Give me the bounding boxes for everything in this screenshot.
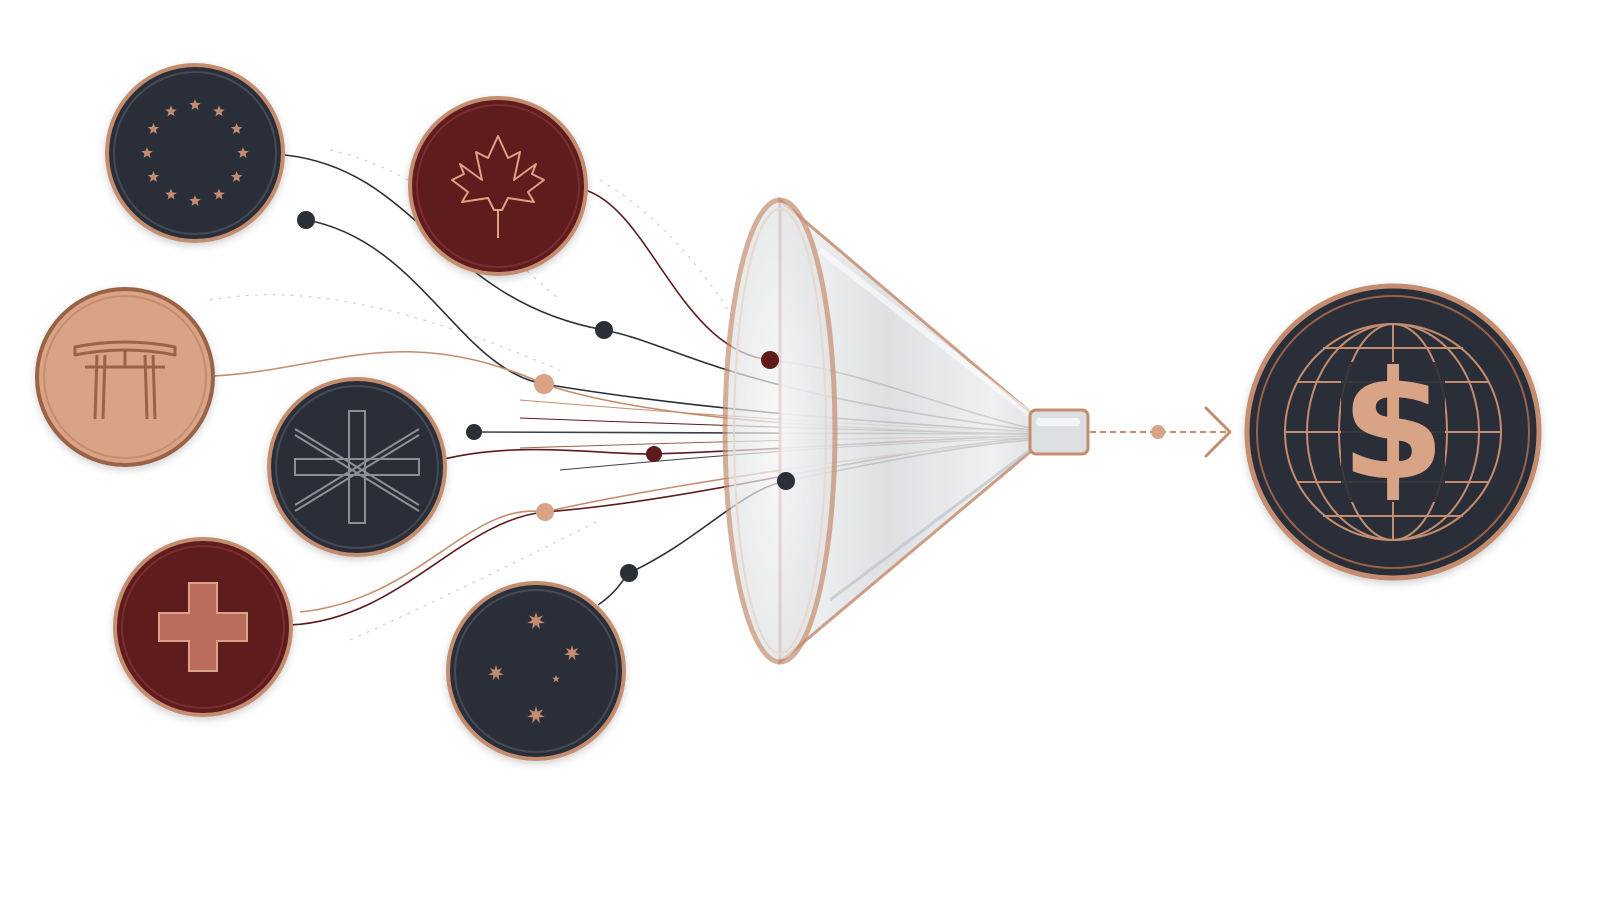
eu-star (213, 188, 225, 200)
flow-node (777, 472, 795, 490)
southern-cross-icon (488, 612, 580, 724)
southern-cross-star (564, 645, 580, 661)
eu-star (147, 123, 160, 134)
eu-star (147, 171, 160, 182)
eu-star (189, 195, 201, 206)
torii-gate-icon (73, 340, 177, 420)
flow-node (761, 351, 779, 369)
coin-aud (446, 581, 626, 761)
flow-node (620, 564, 638, 582)
southern-cross-star (527, 612, 545, 630)
southern-cross-star (527, 706, 545, 724)
union-jack-icon (294, 410, 420, 524)
dollar-sign: $ (1341, 340, 1445, 514)
eu-star (165, 188, 177, 200)
motion-trails (209, 149, 741, 641)
flow-node (646, 446, 662, 462)
flow-nodes (297, 211, 795, 582)
flow-node (466, 424, 482, 440)
flow-node (297, 211, 315, 229)
eu-star (165, 105, 177, 117)
flow-node (536, 503, 554, 521)
globe-dollar-icon (1284, 323, 1502, 541)
maple-leaf-icon (451, 135, 545, 238)
eu-star (230, 123, 243, 134)
eu-star (213, 105, 225, 117)
coin-chf (113, 537, 293, 717)
southern-cross-star (488, 665, 504, 681)
flow-node (595, 321, 613, 339)
eu-stars-icon (141, 99, 249, 206)
swiss-cross-icon (158, 582, 248, 672)
coin-eur (105, 63, 285, 243)
southern-cross-star (552, 675, 560, 683)
output-arrow (1090, 406, 1232, 458)
coin-output-usd: $ (1244, 283, 1542, 581)
funnel-icon (722, 196, 1090, 666)
eu-star (230, 171, 243, 182)
coin-jpy (35, 287, 215, 467)
input-coins (35, 63, 626, 761)
eu-star (141, 147, 153, 158)
flow-node (534, 374, 554, 394)
eu-star (189, 99, 201, 110)
coin-gbp (267, 377, 447, 557)
coin-cad (408, 96, 588, 276)
eu-star (237, 147, 249, 158)
